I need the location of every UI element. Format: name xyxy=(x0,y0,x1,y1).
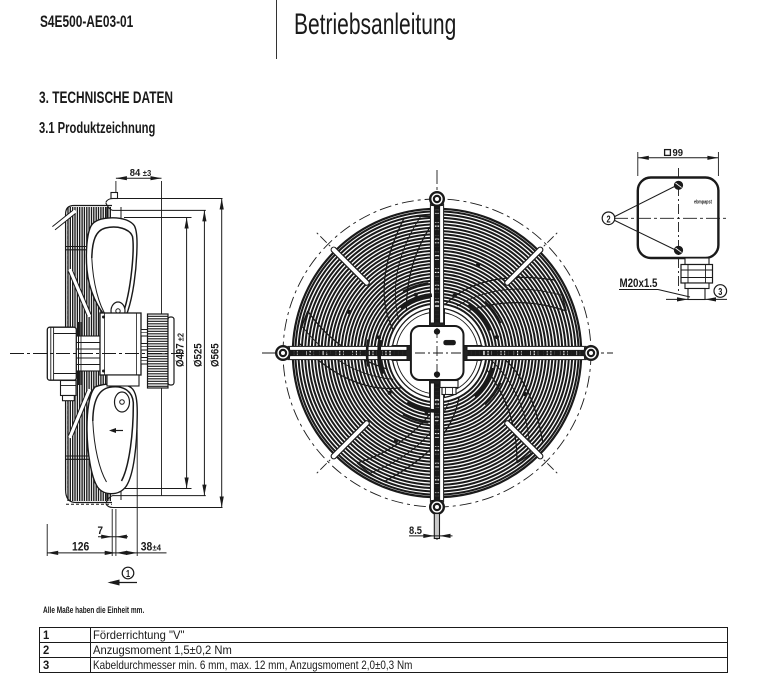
svg-text:Ø525: Ø525 xyxy=(193,343,205,367)
svg-text:ebmpapst: ebmpapst xyxy=(694,199,712,205)
svg-text:7: 7 xyxy=(98,525,104,537)
svg-text:8.5: 8.5 xyxy=(409,525,422,537)
svg-text:M20x1.5: M20x1.5 xyxy=(620,277,658,290)
svg-text:Ø497 ±2: Ø497 ±2 xyxy=(175,332,187,367)
svg-text:84: 84 xyxy=(130,167,141,179)
svg-text:2: 2 xyxy=(606,213,610,225)
svg-text:99: 99 xyxy=(673,147,684,159)
svg-text:±4: ±4 xyxy=(153,543,162,552)
svg-text:126: 126 xyxy=(72,541,89,554)
svg-text:3: 3 xyxy=(718,286,722,298)
svg-text:Ø565: Ø565 xyxy=(210,343,222,367)
svg-text:38: 38 xyxy=(141,541,153,554)
svg-text:1: 1 xyxy=(126,568,130,580)
svg-text:±3: ±3 xyxy=(143,169,152,178)
